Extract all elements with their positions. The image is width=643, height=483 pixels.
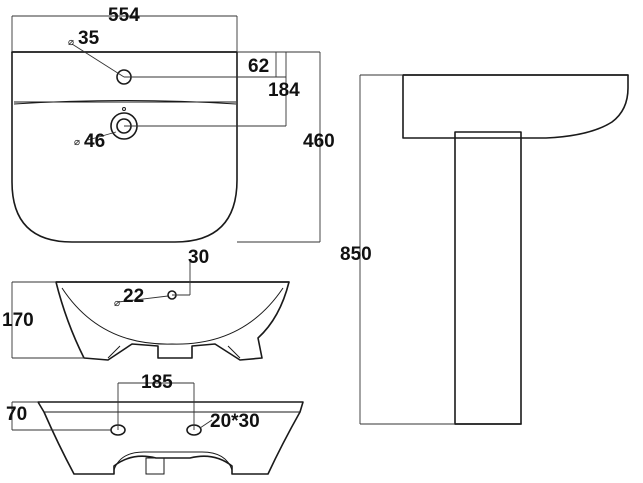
- dim-tap-hole-offset: 62: [248, 56, 269, 77]
- basin-rear-arch: [113, 451, 233, 471]
- dim-fixing-spacing: 185: [141, 372, 173, 393]
- top-view-dimensions: 554 ⌀ 35 62 184 ⌀ 46 460: [11, 5, 335, 243]
- basin-front-bowl: [61, 287, 284, 345]
- dim-basin-height: 170: [2, 310, 34, 331]
- dim-total-height: 850: [340, 244, 372, 265]
- dim-overflow-height: 184: [268, 80, 300, 101]
- basin-side-profile: [402, 74, 629, 139]
- basin-side-view: [402, 74, 629, 425]
- dim-fixing-height: 70: [6, 404, 27, 425]
- dim-tap-hole-dia: 35: [78, 28, 100, 49]
- rear-view-dimensions: 185 70 20*30: [6, 372, 260, 432]
- dim-fixing-slot: 20*30: [210, 411, 260, 432]
- pedestal: [454, 131, 522, 425]
- dim-overflow-dia: 46: [84, 131, 105, 152]
- basin-top-outline: [11, 51, 238, 243]
- diameter-symbol-overflow: ⌀: [74, 137, 80, 148]
- basin-front-leg-right: [227, 345, 241, 359]
- basin-rear-view: [37, 401, 304, 475]
- diameter-symbol-tap: ⌀: [68, 37, 74, 48]
- dim-basin-width: 554: [108, 5, 140, 26]
- leader-fixing-slot: [199, 419, 213, 429]
- front-view-dimensions: 30 ⌀ 22 170: [2, 247, 209, 359]
- leader-tap-hole: [71, 43, 125, 78]
- basin-front-leg-left: [107, 345, 121, 359]
- dim-basin-depth: 460: [303, 131, 335, 152]
- basin-top-view: [11, 51, 238, 243]
- leader-waste: [117, 295, 169, 303]
- diameter-symbol-waste: ⌀: [114, 298, 120, 309]
- dim-side-tap-offset: 30: [188, 247, 209, 268]
- basin-rear-waste: [145, 457, 165, 475]
- leader-overflow: [87, 131, 117, 141]
- side-view-dimensions: 850: [340, 74, 455, 425]
- dim-waste-dia: 22: [123, 286, 144, 307]
- basin-inner-edge: [13, 100, 237, 105]
- basin-rear-outline: [37, 401, 304, 475]
- basin-front-outline: [55, 281, 290, 361]
- basin-front-view: [55, 281, 290, 361]
- overflow-dot: [122, 107, 126, 111]
